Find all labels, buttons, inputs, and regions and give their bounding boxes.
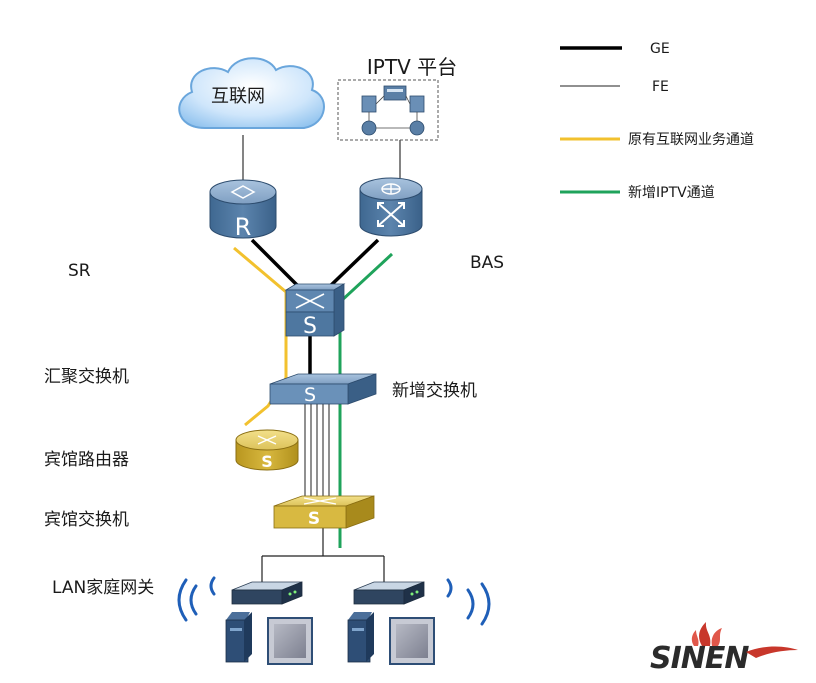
hotel-switch-glyph: S	[308, 509, 320, 529]
logo-swoosh	[746, 646, 798, 658]
sr-label: SR	[68, 261, 91, 281]
sinen-logo: SINEN	[650, 622, 798, 676]
legend-iptv-channel-label: 新增IPTV通道	[628, 185, 715, 201]
hotel-switch-label: 宾馆交换机	[44, 510, 129, 530]
new-switch-label: 新增交换机	[392, 381, 477, 401]
iptv-platform: IPTV 平台	[337, 55, 457, 141]
legend-ge-label: GE	[650, 41, 670, 57]
link-sr-aggregation	[250, 238, 304, 292]
legend-internet-channel-label: 原有互联网业务通道	[628, 132, 754, 148]
platform-server-icon	[383, 85, 407, 101]
aggregation-switch: S	[284, 283, 346, 339]
fe-bundle	[304, 404, 330, 500]
aggregation-switch-label: 汇聚交换机	[44, 367, 129, 387]
platform-switch-icon-left	[361, 95, 377, 113]
wifi-signal-icon-left	[177, 576, 216, 622]
platform-switch-icon-right	[409, 95, 425, 113]
lan-gateway-left	[231, 581, 303, 605]
platform-router-icon-right	[409, 120, 425, 136]
bas-device	[359, 177, 423, 237]
hotel-switch: S	[273, 495, 375, 529]
aggregation-cross-icon	[295, 293, 325, 309]
bas-label: BAS	[470, 253, 504, 273]
legend: GE FE 原有互联网业务通道 新增IPTV通道	[560, 41, 754, 201]
wifi-signal-icon-right	[446, 578, 491, 626]
new-switch-glyph: S	[304, 384, 316, 406]
hotel-switch-cross-icon	[303, 497, 337, 505]
lan-gateway-right	[353, 581, 425, 605]
hotel-router: S	[235, 429, 299, 471]
iptv-platform-label: IPTV 平台	[367, 55, 457, 79]
new-switch: S	[269, 373, 377, 406]
hotel-router-cross-icon	[257, 435, 277, 445]
internet-label: 互联网	[211, 86, 265, 107]
hotel-router-label: 宾馆路由器	[44, 450, 129, 470]
hotel-router-glyph: S	[261, 452, 273, 471]
internet-cloud: 互联网	[178, 57, 325, 129]
platform-router-icon-left	[361, 120, 377, 136]
logo-text: SINEN	[650, 641, 749, 676]
sr-router: R	[209, 179, 277, 241]
aggregation-switch-glyph: S	[303, 314, 317, 339]
link-bas-aggregation	[324, 238, 380, 292]
lan-tree	[261, 528, 385, 585]
sr-router-glyph: R	[235, 213, 252, 241]
router-top-icon	[230, 185, 256, 199]
logo-flame-icon	[691, 622, 722, 646]
bas-globe-icon	[381, 183, 401, 195]
bas-cross-arrows-icon	[377, 202, 405, 227]
pc-left	[225, 612, 313, 665]
lan-gateway-label: LAN家庭网关	[52, 578, 154, 598]
pc-right	[347, 612, 435, 665]
legend-fe-label: FE	[652, 79, 669, 95]
